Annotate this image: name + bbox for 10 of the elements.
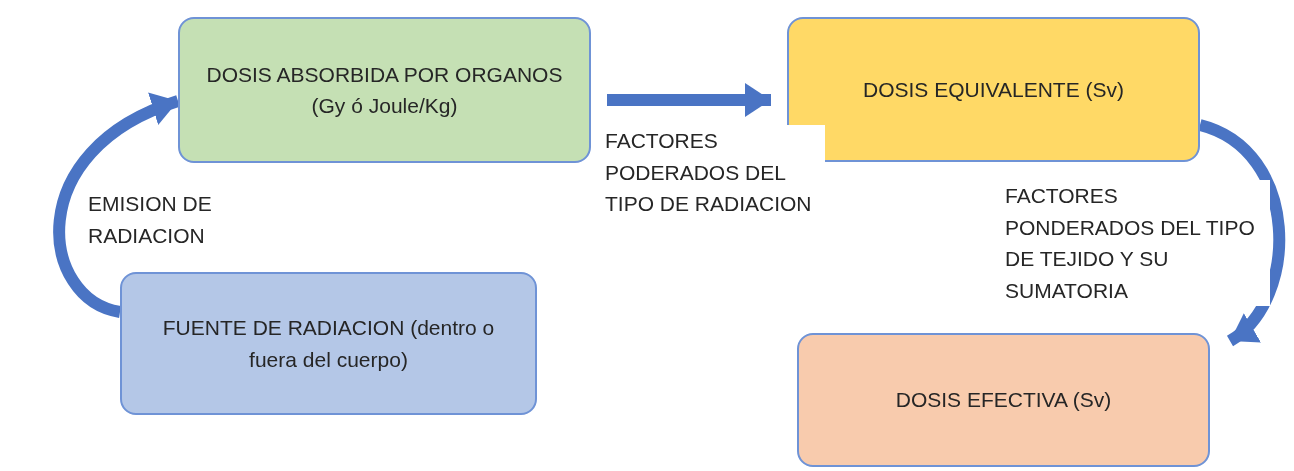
process-box xyxy=(178,17,591,163)
edge-label: FACTORES PONDERADOS DEL TIPO DE TEJIDO Y SU SUMATORIA xyxy=(1005,180,1270,306)
arrow xyxy=(607,83,771,117)
box-text: FUENTE DE RADIACION (dentro o fuera del cuerpo) xyxy=(161,315,496,373)
process-box xyxy=(787,17,1200,162)
process-box xyxy=(120,272,537,415)
box-text: DOSIS EFECTIVA (Sv) xyxy=(895,387,1112,414)
box-text: DOSIS EQUIVALENTE (Sv) xyxy=(863,76,1124,103)
process-box xyxy=(797,333,1210,467)
box-text: DOSIS ABSORBIDA POR ORGANOS (Gy ó Joule/Kg) xyxy=(205,61,564,119)
